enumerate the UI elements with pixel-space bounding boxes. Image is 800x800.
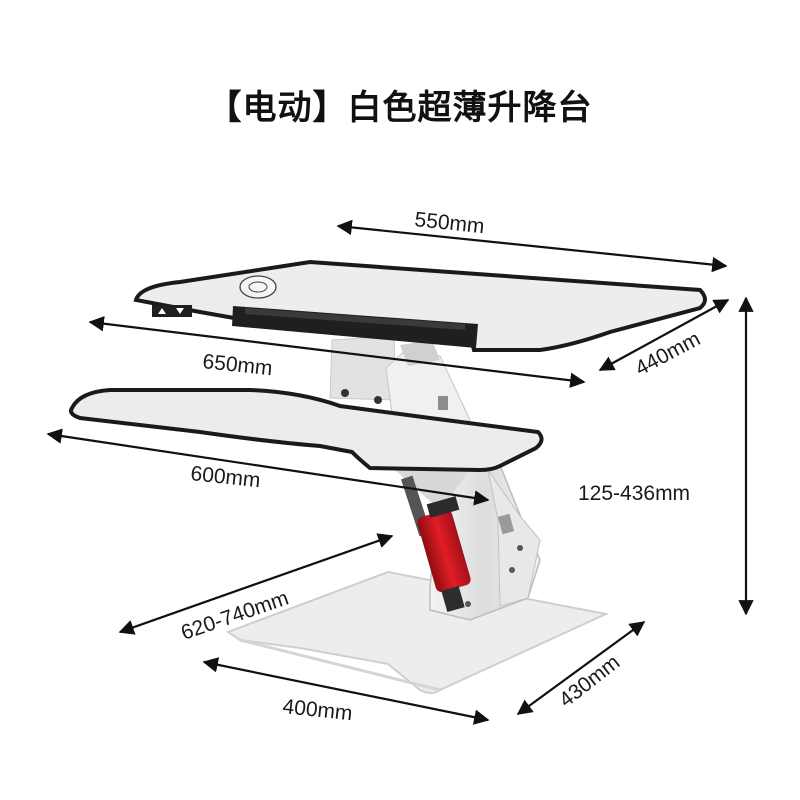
product-title: 【电动】白色超薄升降台 bbox=[207, 88, 593, 128]
dim-label-650: 650mm bbox=[201, 350, 273, 380]
dim-label-600: 600mm bbox=[189, 462, 261, 492]
dim-line-550 bbox=[336, 219, 728, 273]
dim-label-430: 430mm bbox=[555, 651, 624, 712]
keyboard-tray bbox=[69, 388, 544, 473]
dim-line-400 bbox=[202, 657, 490, 725]
dim-line-440 bbox=[598, 299, 730, 371]
dim-line-650 bbox=[88, 316, 586, 388]
wireless-charger-icon bbox=[239, 275, 277, 299]
dim-line-600 bbox=[46, 428, 490, 506]
dim-label-440: 440mm bbox=[632, 327, 705, 380]
dimension-lines bbox=[46, 219, 754, 725]
dim-label-height: 125-436mm bbox=[578, 482, 690, 505]
dim-line-430 bbox=[516, 621, 646, 715]
dim-line-620-740 bbox=[118, 533, 394, 635]
dim-label-400: 400mm bbox=[281, 695, 353, 725]
dim-label-550: 550mm bbox=[413, 208, 485, 238]
desktop-surface bbox=[133, 259, 707, 352]
